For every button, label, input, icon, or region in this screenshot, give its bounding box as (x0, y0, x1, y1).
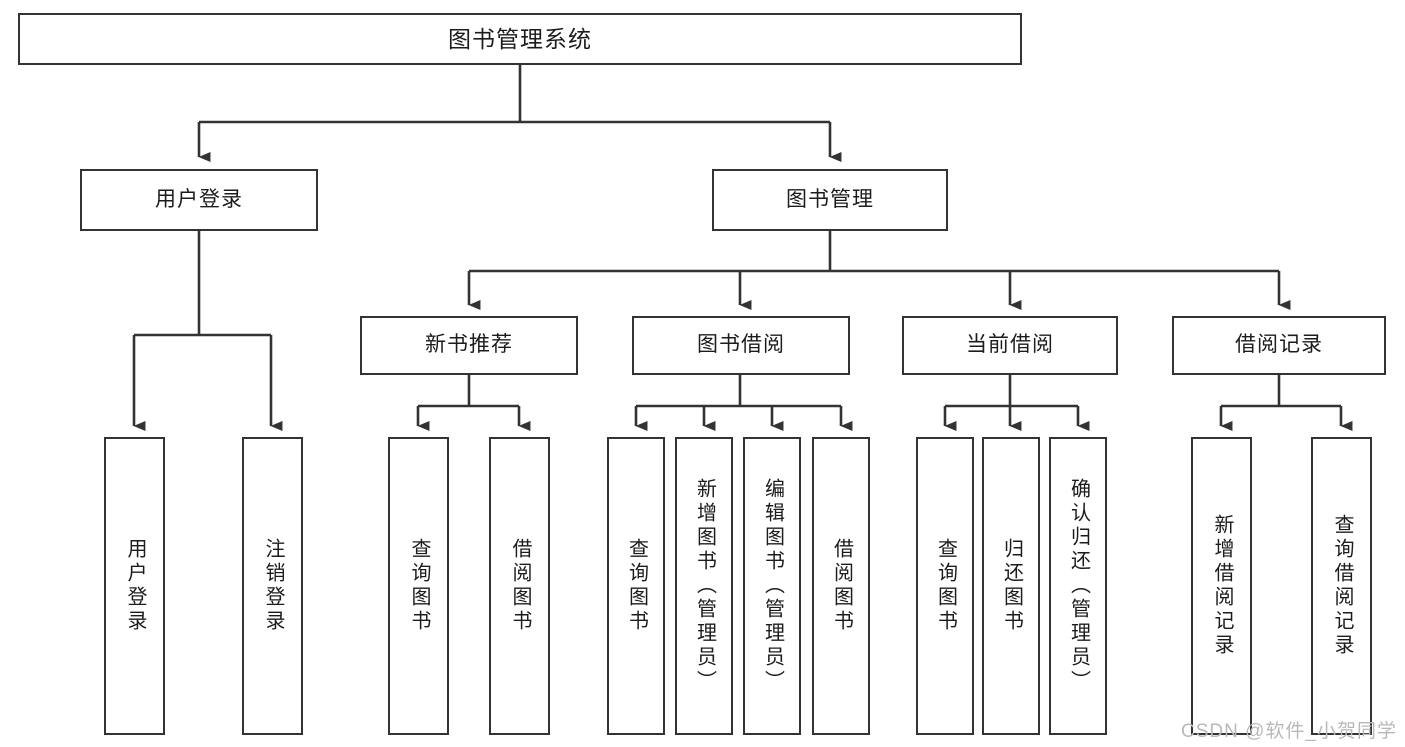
csdn-watermark: CSDN @软件_小贺同学 (1181, 721, 1397, 742)
node-leaf-borrow-book-2[interactable]: 借阅图书 (812, 437, 870, 735)
node-label: 图书管理系统 (448, 25, 592, 52)
node-root-system[interactable]: 图书管理系统 (18, 13, 1022, 65)
node-leaf-query-record[interactable]: 查询借阅记录 (1311, 437, 1372, 735)
node-label: 图书管理 (786, 187, 874, 211)
node-label: 用户登录 (124, 538, 146, 634)
node-label: 新增图书（管理员） (693, 478, 716, 694)
node-label: 查询借阅记录 (1331, 514, 1353, 658)
node-current-borrow[interactable]: 当前借阅 (902, 316, 1118, 375)
node-leaf-query-book-3[interactable]: 查询图书 (916, 437, 974, 735)
node-leaf-edit-book[interactable]: 编辑图书（管理员） (743, 437, 801, 735)
node-leaf-query-book-2[interactable]: 查询图书 (607, 437, 665, 735)
node-label: 查询图书 (934, 538, 957, 634)
node-leaf-add-book[interactable]: 新增图书（管理员） (675, 437, 733, 735)
node-new-book-recommend[interactable]: 新书推荐 (360, 316, 578, 375)
node-label: 归还图书 (1000, 538, 1023, 634)
node-label: 借阅图书 (830, 538, 853, 634)
node-label: 确认归还（管理员） (1067, 478, 1090, 694)
node-leaf-query-book-1[interactable]: 查询图书 (388, 437, 449, 735)
node-leaf-user-login[interactable]: 用户登录 (104, 437, 165, 735)
node-label: 借阅图书 (509, 538, 531, 634)
node-label: 编辑图书（管理员） (761, 478, 784, 694)
node-leaf-return-book[interactable]: 归还图书 (982, 437, 1040, 735)
node-label: 查询图书 (625, 538, 648, 634)
node-label: 图书借阅 (697, 333, 785, 357)
node-book-manage[interactable]: 图书管理 (712, 169, 948, 231)
node-leaf-logout-login[interactable]: 注销登录 (242, 437, 303, 735)
node-label: 查询图书 (408, 538, 430, 634)
node-borrow-record[interactable]: 借阅记录 (1172, 316, 1386, 375)
node-leaf-confirm-return[interactable]: 确认归还（管理员） (1049, 437, 1107, 735)
node-label: 用户登录 (155, 187, 243, 211)
node-user-login[interactable]: 用户登录 (80, 169, 318, 231)
node-label: 新增借阅记录 (1211, 514, 1233, 658)
node-label: 注销登录 (262, 538, 284, 634)
node-label: 新书推荐 (425, 333, 513, 357)
node-leaf-borrow-book-1[interactable]: 借阅图书 (489, 437, 550, 735)
node-leaf-add-record[interactable]: 新增借阅记录 (1191, 437, 1252, 735)
node-label: 借阅记录 (1235, 333, 1323, 357)
node-label: 当前借阅 (966, 333, 1054, 357)
node-book-borrow[interactable]: 图书借阅 (632, 316, 850, 375)
